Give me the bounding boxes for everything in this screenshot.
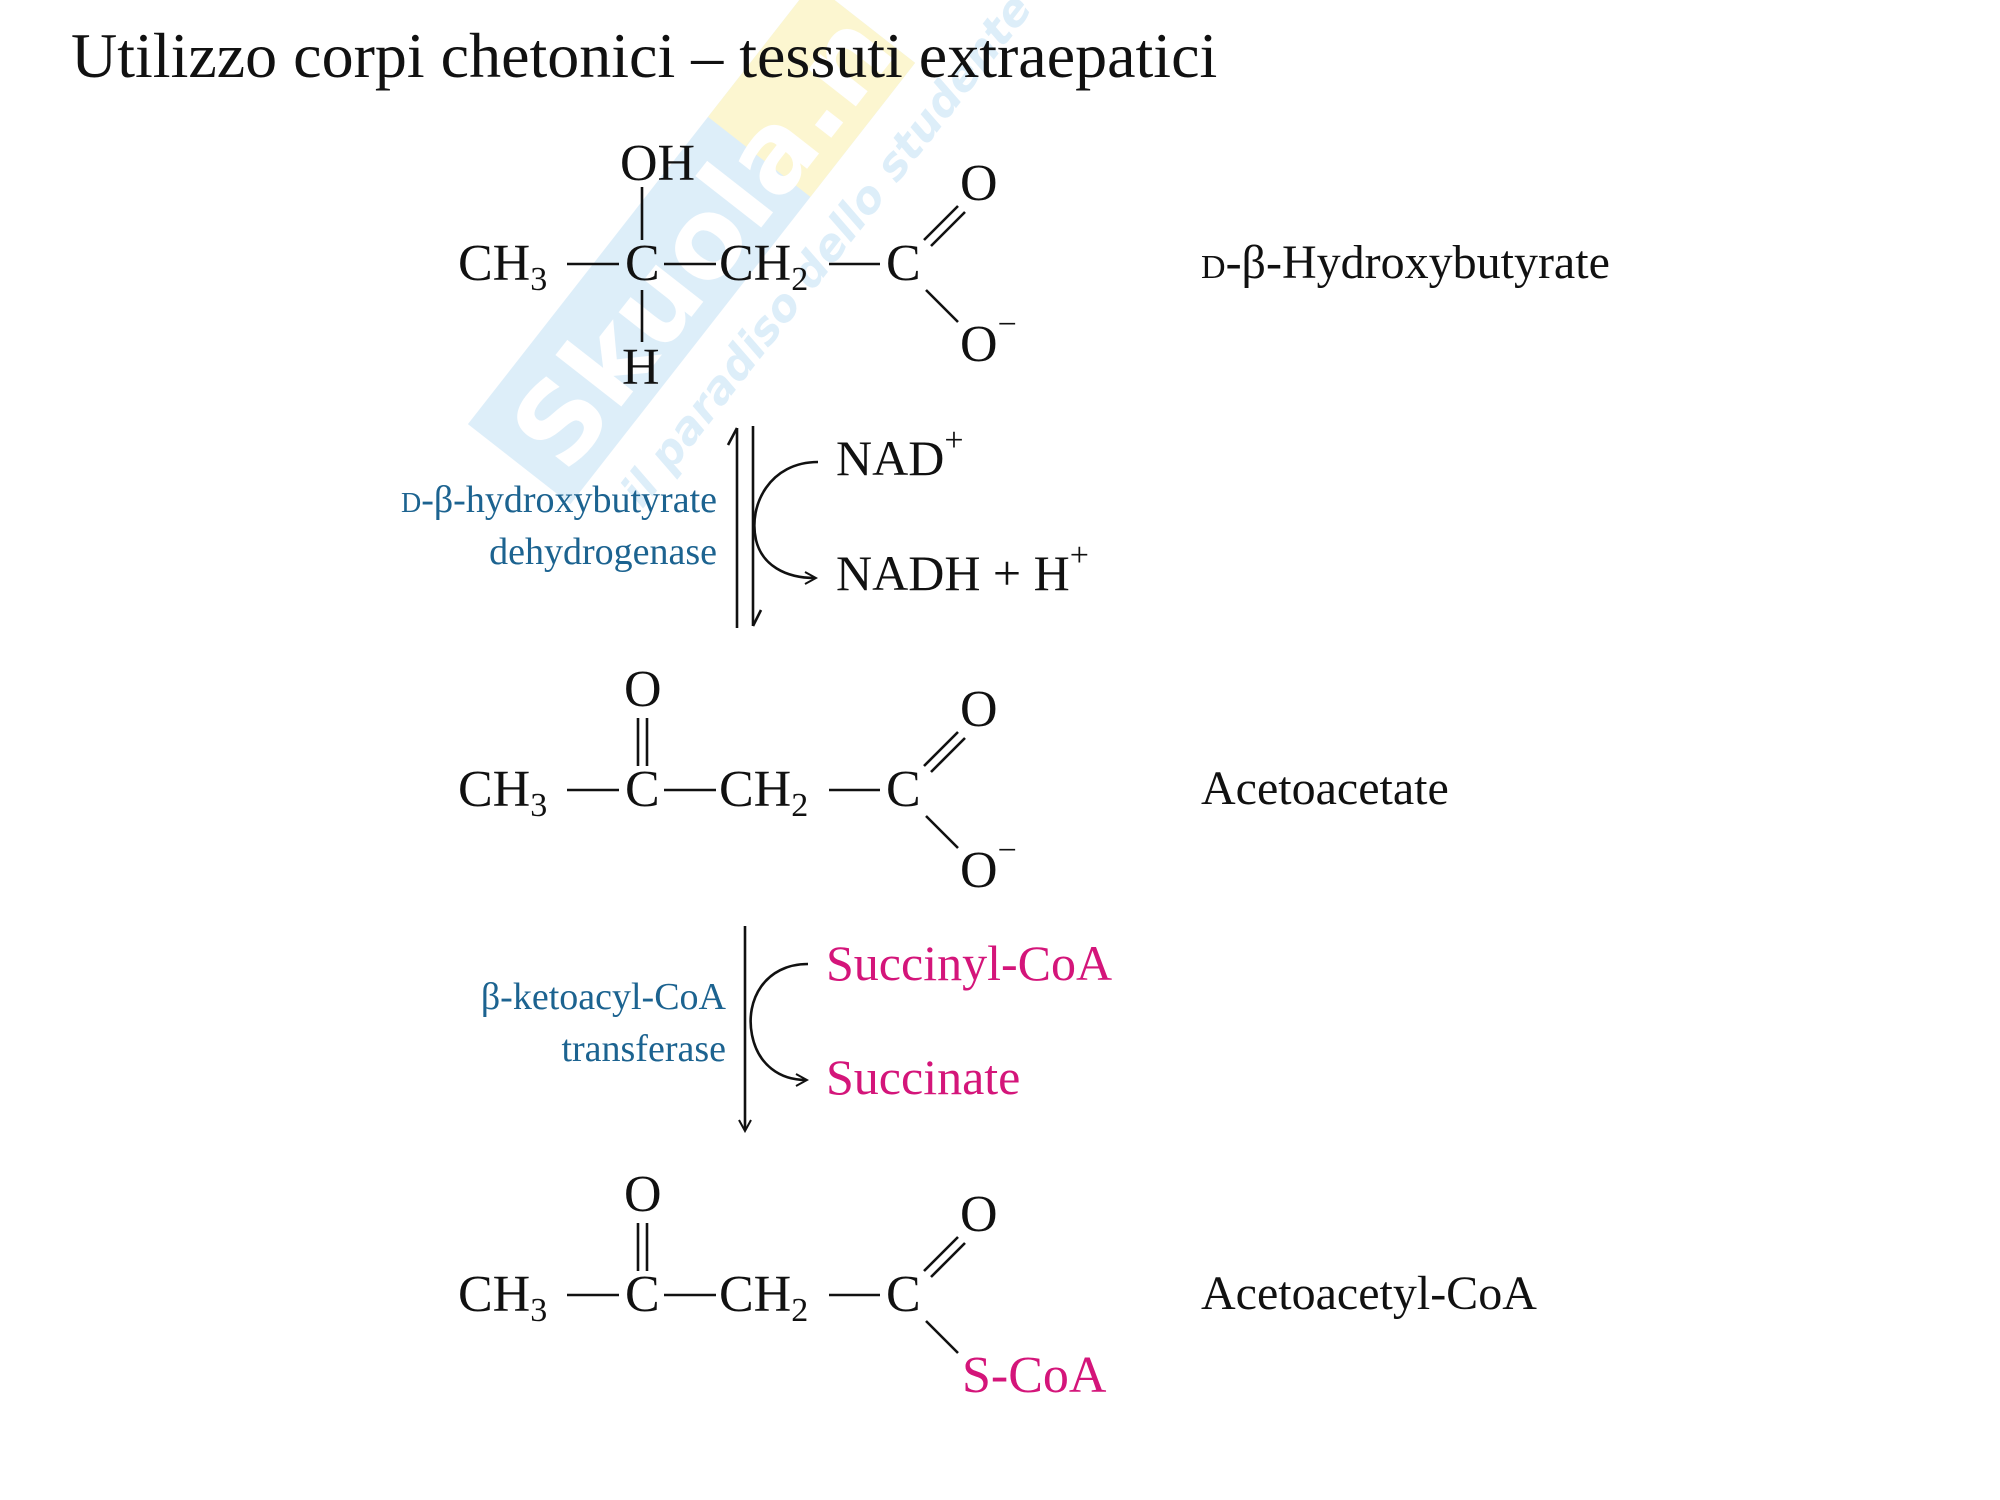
cofactor-in: NAD+ [836,422,964,486]
bond [925,815,959,849]
enzyme-name-line1: β-ketoacyl-CoA [481,976,727,1018]
atom-ch3: CH3 [458,235,547,298]
reaction-step-transferase: β-ketoacyl-CoA transferase Succinyl-CoA … [481,926,1112,1130]
molecule-hydroxybutyrate: CH3 C CH2 C OH H O O− D-β-Hydroxybutyrat… [458,135,1610,396]
double-bond [923,205,959,241]
enzyme-name-line2: transferase [561,1028,726,1070]
atom-oh: OH [620,135,695,192]
atom-c: C [625,761,660,818]
double-bond [930,737,966,773]
atom-c: C [886,235,921,292]
atom-ch3: CH3 [458,1266,547,1329]
reaction-step-dehydrogenase: D-β-hydroxybutyrate dehydrogenase NAD+ N… [401,422,1089,628]
atom-ch2: CH2 [719,761,808,824]
bond [925,289,959,323]
cofactor-curved-arrow [749,962,808,1080]
cofactor-out: NADH + H+ [836,537,1089,601]
atom-o: O [624,661,662,718]
atom-c: C [625,235,660,292]
bond [925,1320,959,1354]
enzyme-name-line2: dehydrogenase [489,531,717,573]
double-bond [923,1236,959,1272]
atom-ch3: CH3 [458,761,547,824]
compound-name: Acetoacetate [1201,762,1449,815]
atom-o: O [960,681,998,738]
arrowhead-icon [751,609,763,627]
double-bond [930,1242,966,1278]
atom-o: O [960,155,998,212]
atom-c: C [886,1266,921,1323]
molecule-acetoacetate: CH3 C CH2 C O O O− Acetoacetate [458,661,1449,899]
atom-h: H [622,339,660,396]
coproduct-out: Succinate [826,1049,1020,1105]
atom-o: O [960,1186,998,1243]
atom-c: C [625,1266,660,1323]
compound-name: Acetoacetyl-CoA [1201,1267,1537,1320]
double-bond [930,211,966,247]
cosubstrate-in: Succinyl-CoA [826,935,1112,991]
slide-title: Utilizzo corpi chetonici – tessuti extra… [71,20,1217,91]
cofactor-curved-arrow [753,460,818,578]
atom-ch2: CH2 [719,1266,808,1329]
enzyme-name-line1: D-β-hydroxybutyrate [401,479,717,521]
atom-s-coa: S-CoA [962,1347,1107,1404]
compound-name: D-β-Hydroxybutyrate [1201,236,1610,289]
arrowhead-icon [726,427,739,446]
atom-c: C [886,761,921,818]
atom-o-minus: O− [960,832,1017,899]
double-bond [923,731,959,767]
atom-o: O [624,1166,662,1223]
atom-o-minus: O− [960,306,1017,373]
atom-ch2: CH2 [719,235,808,298]
molecule-acetoacetyl-coa: CH3 C CH2 C O O S-CoA Acetoacetyl-CoA [458,1166,1537,1404]
